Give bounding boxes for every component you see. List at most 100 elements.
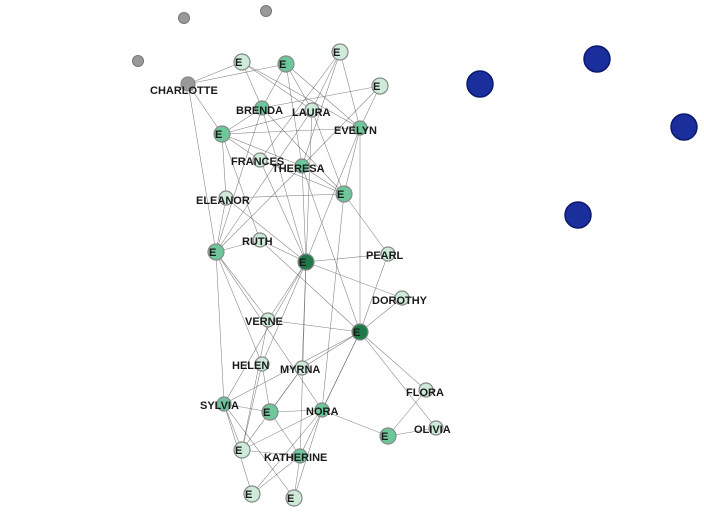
- woman-node-laura[interactable]: [304, 102, 320, 118]
- edge-charlotte-e7: [187, 83, 217, 253]
- event-node-e4[interactable]: [371, 77, 389, 95]
- event-label-e8: E: [299, 257, 306, 269]
- woman-node-sylvia[interactable]: [216, 396, 232, 412]
- isolate-node-b3[interactable]: [670, 113, 698, 141]
- woman-label-flora: FLORA: [406, 387, 444, 399]
- woman-node-nora[interactable]: [314, 402, 330, 418]
- woman-label-evelyn: EVELYN: [334, 125, 377, 137]
- event-node-e9[interactable]: [351, 323, 369, 341]
- event-node-e6[interactable]: [335, 185, 353, 203]
- edge-helen-e8: [261, 261, 307, 365]
- woman-node-ruth[interactable]: [252, 232, 268, 248]
- edge-frances-e6: [259, 159, 345, 195]
- isolate-node-b1[interactable]: [466, 70, 494, 98]
- edge-dorothy-e9: [359, 297, 403, 333]
- edge-laura-e1: [241, 61, 313, 111]
- edge-verne-e8: [267, 261, 307, 321]
- event-label-e7: E: [209, 247, 216, 259]
- woman-node-verne[interactable]: [260, 312, 276, 328]
- edge-evelyn-e1: [241, 61, 361, 129]
- edge-brenda-e6: [261, 107, 345, 195]
- woman-node-myrna[interactable]: [294, 360, 310, 376]
- woman-node-olivia[interactable]: [428, 420, 444, 436]
- edge-evelyn-e3: [339, 51, 361, 129]
- edge-evelyn-e5: [221, 127, 361, 135]
- woman-label-brenda: BRENDA: [236, 105, 283, 117]
- edge-laura-e3: [311, 51, 341, 111]
- edge-eleanor-e8: [225, 197, 307, 263]
- woman-label-sylvia: SYLVIA: [200, 400, 239, 412]
- edge-theresa-e5: [221, 133, 303, 167]
- event-label-e5: E: [215, 129, 222, 141]
- woman-node-charlotte[interactable]: [180, 76, 196, 92]
- woman-label-dorothy: DOROTHY: [372, 295, 428, 307]
- event-node-e14[interactable]: [285, 489, 303, 507]
- event-label-e14: E: [287, 493, 294, 505]
- woman-label-pearl: PEARL: [366, 250, 404, 262]
- event-node-e7[interactable]: [207, 243, 225, 261]
- woman-label-helen: HELEN: [232, 360, 269, 372]
- edge-theresa-e3: [301, 51, 341, 167]
- woman-node-eleanor[interactable]: [218, 190, 234, 206]
- edge-katherine-e10: [269, 411, 301, 457]
- woman-node-flora[interactable]: [418, 382, 434, 398]
- edge-olivia-e9: [359, 331, 437, 429]
- edge-nora-e7: [215, 251, 323, 411]
- edge-brenda-e4: [261, 85, 381, 109]
- woman-node-brenda[interactable]: [254, 100, 270, 116]
- woman-node-helen[interactable]: [254, 356, 270, 372]
- event-label-e13: E: [245, 489, 252, 501]
- edge-nora-e13: [251, 409, 323, 495]
- edge-sylvia-e9: [223, 331, 361, 405]
- edge-dorothy-e8: [305, 261, 403, 299]
- isolate-node-g2[interactable]: [260, 5, 272, 17]
- woman-node-dorothy[interactable]: [394, 290, 410, 306]
- woman-node-pearl[interactable]: [380, 246, 396, 262]
- isolate-node-g1[interactable]: [178, 12, 190, 24]
- edge-katherine-e12: [241, 449, 301, 457]
- edge-laura-e5: [221, 109, 313, 135]
- edge-laura-e2: [285, 63, 313, 111]
- edge-eleanor-e6: [225, 193, 345, 199]
- edge-theresa-e7: [215, 165, 303, 253]
- woman-label-ruth: RUTH: [242, 236, 273, 248]
- event-label-e11: E: [381, 431, 388, 443]
- isolate-node-b4[interactable]: [564, 201, 592, 229]
- edge-helen-e7: [215, 251, 263, 365]
- edge-brenda-e7: [215, 107, 263, 253]
- woman-node-katherine[interactable]: [292, 448, 308, 464]
- event-node-e11[interactable]: [379, 427, 397, 445]
- event-node-e8[interactable]: [297, 253, 315, 271]
- woman-node-theresa[interactable]: [294, 158, 310, 174]
- woman-node-frances[interactable]: [252, 152, 268, 168]
- edge-helen-e12: [241, 363, 263, 451]
- event-node-e2[interactable]: [277, 55, 295, 73]
- event-node-e13[interactable]: [243, 485, 261, 503]
- event-node-e5[interactable]: [213, 125, 231, 143]
- woman-label-myrna: MYRNA: [280, 364, 320, 376]
- edge-pearl-e6: [343, 193, 389, 255]
- edge-pearl-e9: [359, 253, 389, 333]
- edge-katherine-e13: [251, 455, 301, 495]
- event-label-e12: E: [235, 445, 242, 457]
- edge-myrna-e9: [301, 331, 361, 369]
- event-node-e1[interactable]: [233, 53, 251, 71]
- node-layer: [132, 5, 698, 507]
- event-node-e3[interactable]: [331, 43, 349, 61]
- event-node-e12[interactable]: [233, 441, 251, 459]
- woman-label-eleanor: ELEANOR: [196, 195, 250, 207]
- edge-ruth-e5: [221, 133, 261, 241]
- woman-node-evelyn[interactable]: [352, 120, 368, 136]
- event-node-e10[interactable]: [261, 403, 279, 421]
- edge-evelyn-e6: [343, 127, 361, 195]
- edge-nora-e10: [269, 409, 323, 413]
- edge-verne-e12: [241, 319, 269, 451]
- woman-label-katherine: KATHERINE: [264, 452, 327, 464]
- edge-nora-e14: [293, 409, 323, 499]
- isolate-node-b2[interactable]: [583, 45, 611, 73]
- isolate-node-g3[interactable]: [132, 55, 144, 67]
- edge-charlotte-e1: [187, 61, 243, 85]
- event-label-e4: E: [373, 81, 380, 93]
- woman-label-verne: VERNE: [245, 316, 283, 328]
- edge-sylvia-e14: [223, 403, 295, 499]
